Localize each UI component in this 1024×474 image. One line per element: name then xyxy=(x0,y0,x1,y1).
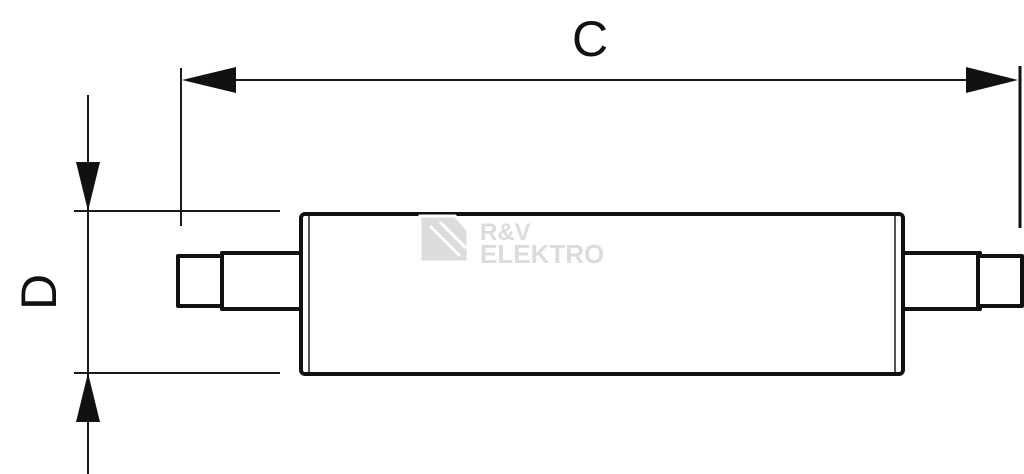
lamp xyxy=(176,212,1024,376)
watermark-line2: ELEKTRO xyxy=(480,239,604,269)
left-pin-base xyxy=(220,251,304,311)
arrowhead-left-icon xyxy=(182,67,236,93)
arrowhead-right-icon xyxy=(966,67,1018,93)
label-d: D xyxy=(11,274,67,310)
watermark: R&V ELEKTRO xyxy=(418,214,604,269)
arrowhead-down-icon xyxy=(76,162,100,211)
lamp-tube xyxy=(299,212,905,376)
dimension-c: C xyxy=(180,11,1022,228)
arrowhead-up-icon xyxy=(76,373,100,422)
right-pin-base xyxy=(900,251,982,311)
watermark-line1: R&V xyxy=(480,219,531,246)
right-pin-tip xyxy=(976,254,1024,308)
dimension-d: D xyxy=(11,95,280,474)
left-pin-tip xyxy=(176,254,226,308)
label-c: C xyxy=(572,11,608,67)
watermark-logo xyxy=(418,214,470,264)
